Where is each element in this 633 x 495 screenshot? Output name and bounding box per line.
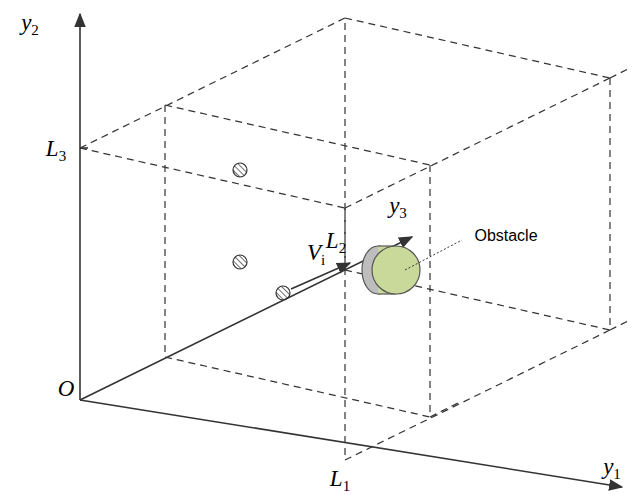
obstacle-label: Obstacle [474,228,537,244]
axis-label: y1 [603,455,621,478]
leader-line [405,240,462,270]
domain-box [80,18,630,460]
origin-label: O [58,377,75,400]
velocity-label: Vi [307,241,325,264]
velocity-arrow [291,263,350,289]
dimension-label: L3 [46,137,66,160]
particles [233,163,290,300]
dimension-label: L2 [326,229,346,252]
axis-label: y3 [389,194,407,217]
coordinate-axes [80,14,622,487]
obstacle-cylinder [362,246,420,294]
axis-label: y2 [21,11,39,34]
dimension-label: L1 [330,467,350,490]
